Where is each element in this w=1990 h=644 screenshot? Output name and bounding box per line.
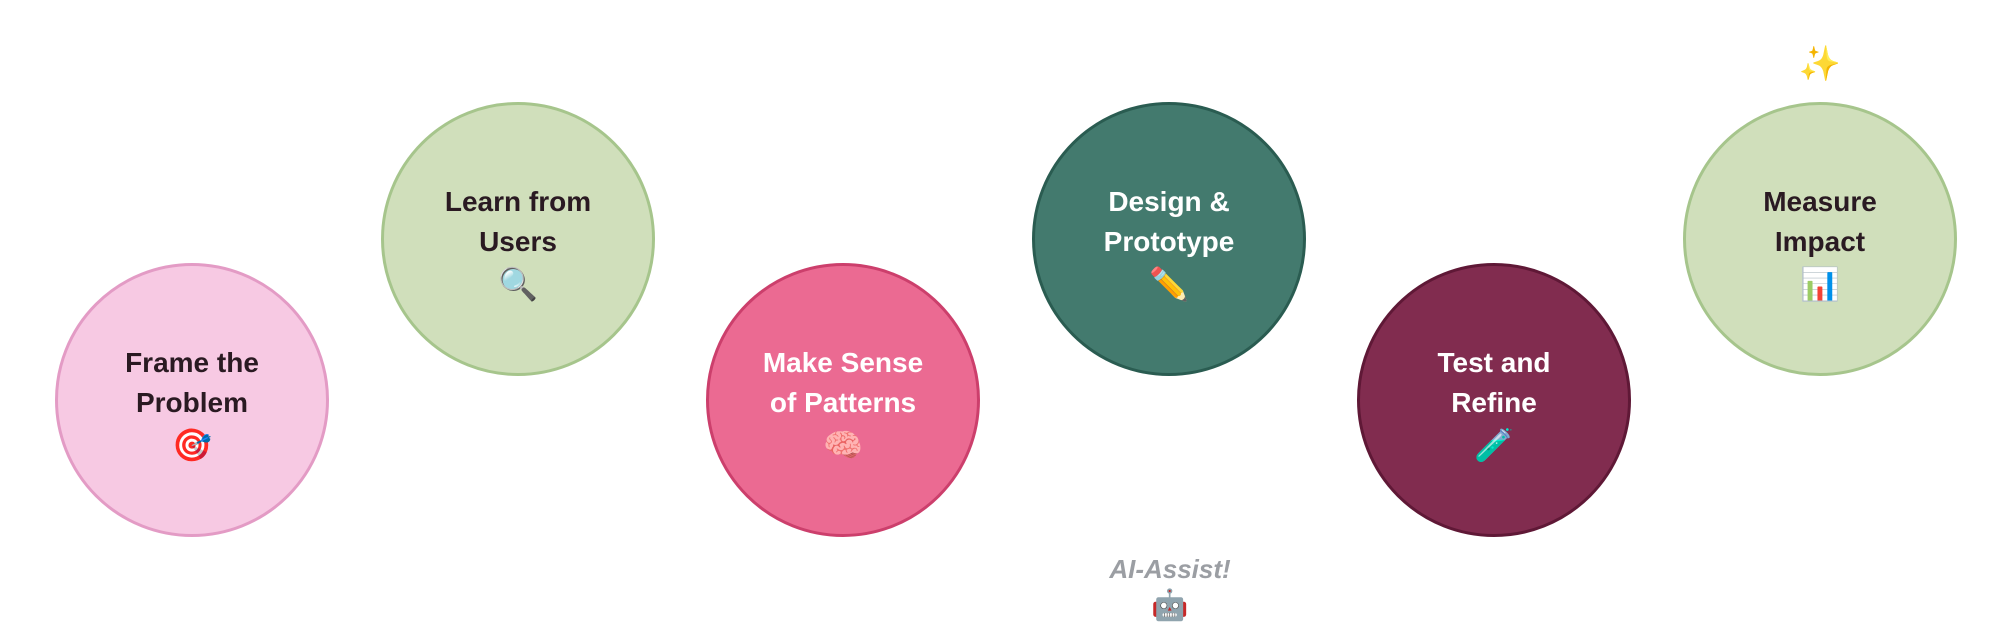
pencil-icon: ✏️: [1149, 266, 1189, 302]
robot-icon: 🤖: [1151, 589, 1189, 622]
step-measure-impact: Measure Impact 📊: [1683, 102, 1957, 376]
step-design-and-prototype: Design & Prototype ✏️: [1032, 102, 1306, 376]
magnifier-icon: 🔍: [498, 266, 538, 302]
step-label: Make Sense of Patterns: [762, 347, 924, 418]
step-test-and-refine: Test and Refine 🧪: [1357, 263, 1631, 537]
brain-icon: 🧠: [823, 427, 863, 463]
ai-assist-label: AI-Assist!: [1109, 554, 1231, 584]
step-make-sense-of-patterns: Make Sense of Patterns 🧠: [706, 263, 980, 537]
step-label: Measure Impact: [1763, 186, 1877, 257]
step-label: Frame the Problem: [125, 347, 259, 418]
step-label: Test and Refine: [1437, 347, 1551, 418]
step-frame-the-problem: Frame the Problem 🎯: [55, 263, 329, 537]
sparkles-icon: ✨: [1798, 45, 1842, 83]
step-label: Design & Prototype: [1103, 186, 1235, 257]
bar-chart-icon: 📊: [1800, 266, 1840, 302]
test-tube-icon: 🧪: [1474, 427, 1514, 463]
step-label: Learn from Users: [444, 186, 592, 257]
step-learn-from-users: Learn from Users 🔍: [381, 102, 655, 376]
target-icon: 🎯: [172, 427, 212, 463]
